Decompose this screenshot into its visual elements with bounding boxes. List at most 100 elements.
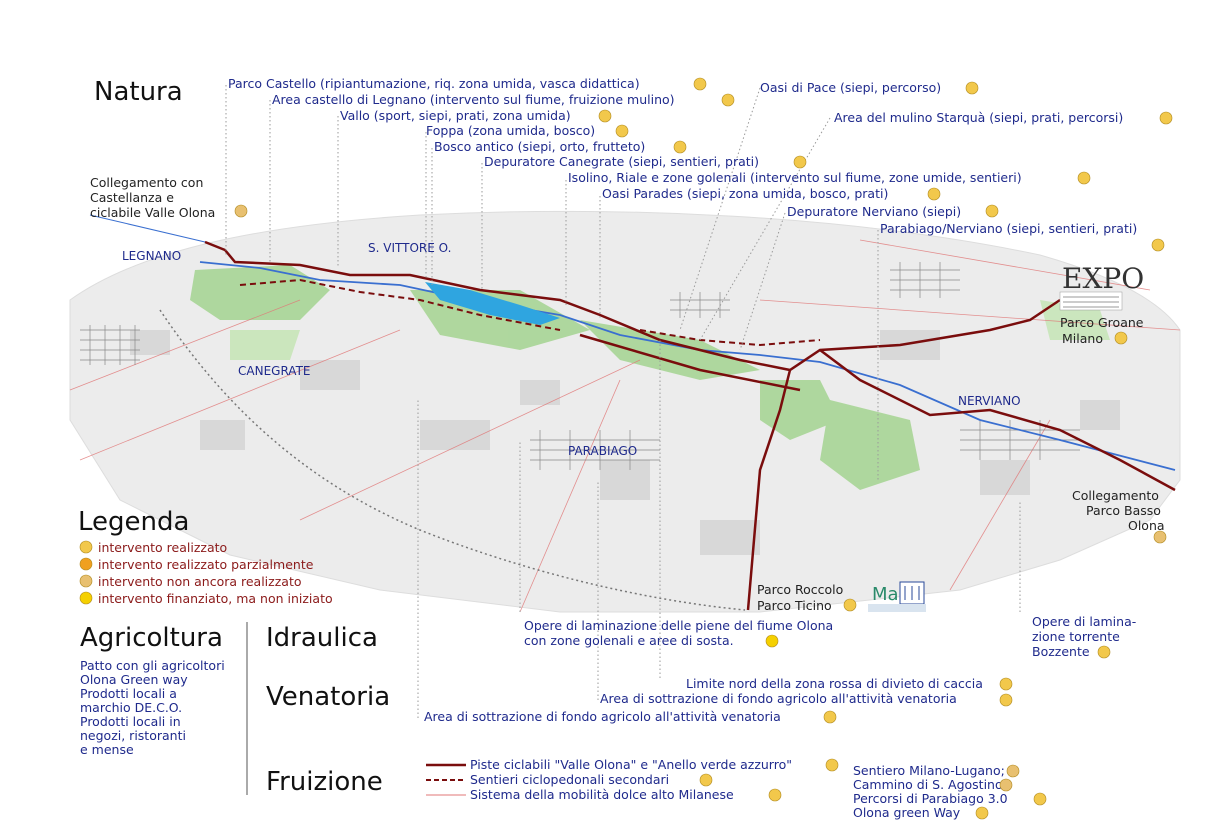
status-realizzato-icon <box>768 788 782 802</box>
natura-item: Foppa (zona umida, bosco) <box>426 123 595 138</box>
status-realizzato-icon <box>1077 171 1091 185</box>
map-callouts: Collegamento con Castellanza e ciclabile… <box>90 175 1165 613</box>
legend-item: intervento realizzato parzialmente <box>98 557 314 572</box>
natura-labels: Parco Castello (ripiantumazione, riq. zo… <box>228 76 1137 236</box>
cycle-path-secondary <box>239 278 821 347</box>
town-legnano: LEGNANO <box>122 249 181 263</box>
status-realizzato-icon <box>843 598 857 612</box>
fruizione-line: Piste ciclabili "Valle Olona" e "Anello … <box>470 757 792 772</box>
heading-idraulica: Idraulica <box>266 623 378 653</box>
cycle-path-main <box>204 240 1176 611</box>
fruizione-legend: Piste ciclabili "Valle Olona" e "Anello … <box>426 757 839 802</box>
status-realizzato-icon <box>793 155 807 169</box>
natura-item: Oasi Parades (siepi, zona umida, bosco, … <box>602 186 888 201</box>
town-nerviano: NERVIANO <box>958 394 1021 408</box>
heading-legenda: Legenda <box>78 507 189 537</box>
town-canegrate: CANEGRATE <box>238 364 311 378</box>
status-realizzato-icon <box>927 187 941 201</box>
basso-olona-callout: Collegamento <box>1072 488 1159 503</box>
status-non-icon <box>1006 764 1020 778</box>
legend-realizzato-icon <box>79 540 93 554</box>
legend-item: intervento realizzato <box>98 540 227 555</box>
natura-item: Area castello di Legnano (intervento sul… <box>272 92 675 107</box>
legend-finanziato-icon <box>79 591 93 605</box>
natura-item: Isolino, Riale e zone golenali (interven… <box>568 170 1022 185</box>
river-olona <box>199 261 1176 471</box>
status-realizzato-icon <box>1159 111 1173 125</box>
town-s-vittore: S. VITTORE O. <box>368 241 451 255</box>
opere-olona: con zone golenali e aree di sosta. <box>524 633 734 648</box>
opere-bozzente: zione torrente <box>1032 629 1120 644</box>
natura-item: Parabiago/Nerviano (siepi, sentieri, pra… <box>880 221 1137 236</box>
fruizione-line: Sentieri ciclopedonali secondari <box>470 772 669 787</box>
opere-bozzente: Opere di lamina- <box>1032 614 1136 629</box>
status-realizzato-icon <box>1114 331 1128 345</box>
status-realizzato-icon <box>1097 645 1111 659</box>
status-realizzato-icon <box>1033 792 1047 806</box>
ticino-callout: Parco Roccolo <box>757 582 843 597</box>
natura-item: Bosco antico (siepi, orto, frutteto) <box>434 139 645 154</box>
natura-item: Parco Castello (ripiantumazione, riq. zo… <box>228 76 640 91</box>
status-non-icon <box>999 778 1013 792</box>
route-ticino <box>159 309 746 611</box>
groane-callout: Parco Groane <box>1060 315 1144 330</box>
fruizione-route: Sentiero Milano-Lugano; <box>853 763 1005 778</box>
status-realizzato-icon <box>985 204 999 218</box>
fruizione-route: Cammino di S. Agostino <box>853 777 1003 792</box>
status-realizzato-icon <box>1151 238 1165 252</box>
status-realizzato-icon <box>823 710 837 724</box>
legend-parziale-icon <box>79 557 93 571</box>
agricoltura-list: Patto con gli agricoltori Olona Green wa… <box>80 658 225 757</box>
venatoria-labels: Limite nord della zona rossa di divieto … <box>424 676 983 724</box>
status-realizzato-icon <box>699 773 713 787</box>
venatoria-item: Area di sottrazione di fondo agricolo al… <box>424 709 781 724</box>
fruizione-route: Olona green Way <box>853 805 961 820</box>
status-realizzato-icon <box>673 140 687 154</box>
status-finanziato-icon <box>765 634 779 648</box>
green-areas <box>190 265 1110 490</box>
natura-item: Oasi di Pace (siepi, percorso) <box>760 80 941 95</box>
heading-fruizione: Fruizione <box>266 767 383 797</box>
fruizione-route: Percorsi di Parabiago 3.0 <box>853 791 1008 806</box>
venatoria-item: Area di sottrazione di fondo agricolo al… <box>600 691 957 706</box>
status-realizzato-icon <box>825 758 839 772</box>
castellanza-callout: ciclabile Valle Olona <box>90 205 215 220</box>
status-non-icon <box>1153 530 1167 544</box>
status-non-icon <box>234 204 248 218</box>
status-realizzato-icon <box>693 77 707 91</box>
fruizione-line: Sistema della mobilità dolce alto Milane… <box>470 787 734 802</box>
town-parabiago: PARABIAGO <box>568 444 637 458</box>
castellanza-callout: Castellanza e <box>90 190 174 205</box>
natura-item: Area del mulino Starquà (siepi, prati, p… <box>834 110 1123 125</box>
mab-logo: MaB <box>868 581 926 612</box>
town-labels: LEGNANO S. VITTORE O. CANEGRATE PARABIAG… <box>122 241 1021 458</box>
castellanza-link <box>89 214 206 243</box>
agricoltura-line: e mense <box>80 742 134 757</box>
natura-item: Vallo (sport, siepi, prati, zona umida) <box>340 108 571 123</box>
ticino-callout: Parco Ticino <box>757 598 832 613</box>
status-realizzato-icon <box>965 81 979 95</box>
natura-item: Depuratore Canegrate (siepi, sentieri, p… <box>484 154 759 169</box>
heading-natura: Natura <box>94 77 183 107</box>
agricoltura-line: negozi, ristoranti <box>80 728 186 743</box>
basso-olona-callout: Parco Basso <box>1086 503 1161 518</box>
opere-olona: Opere di laminazione delle piene del fiu… <box>524 618 833 633</box>
agricoltura-line: marchio DE.C.O. <box>80 700 182 715</box>
agricoltura-line: Prodotti locali in <box>80 714 181 729</box>
natura-item: Depuratore Nerviano (siepi) <box>787 204 961 219</box>
basso-olona-callout: Olona <box>1128 518 1165 533</box>
status-realizzato-icon <box>721 93 735 107</box>
venatoria-item: Limite nord della zona rossa di divieto … <box>686 676 983 691</box>
opere-bozzente: Bozzente <box>1032 644 1090 659</box>
status-realizzato-icon <box>999 693 1013 707</box>
map-territory <box>69 210 1181 613</box>
legend-item: intervento non ancora realizzato <box>98 574 302 589</box>
castellanza-callout: Collegamento con <box>90 175 203 190</box>
natura-status-dots <box>598 77 1173 252</box>
status-realizzato-icon <box>975 806 989 820</box>
road-network <box>69 239 1181 613</box>
heading-venatoria: Venatoria <box>266 682 390 712</box>
wetland <box>425 282 560 325</box>
leader-lines <box>225 85 1021 718</box>
